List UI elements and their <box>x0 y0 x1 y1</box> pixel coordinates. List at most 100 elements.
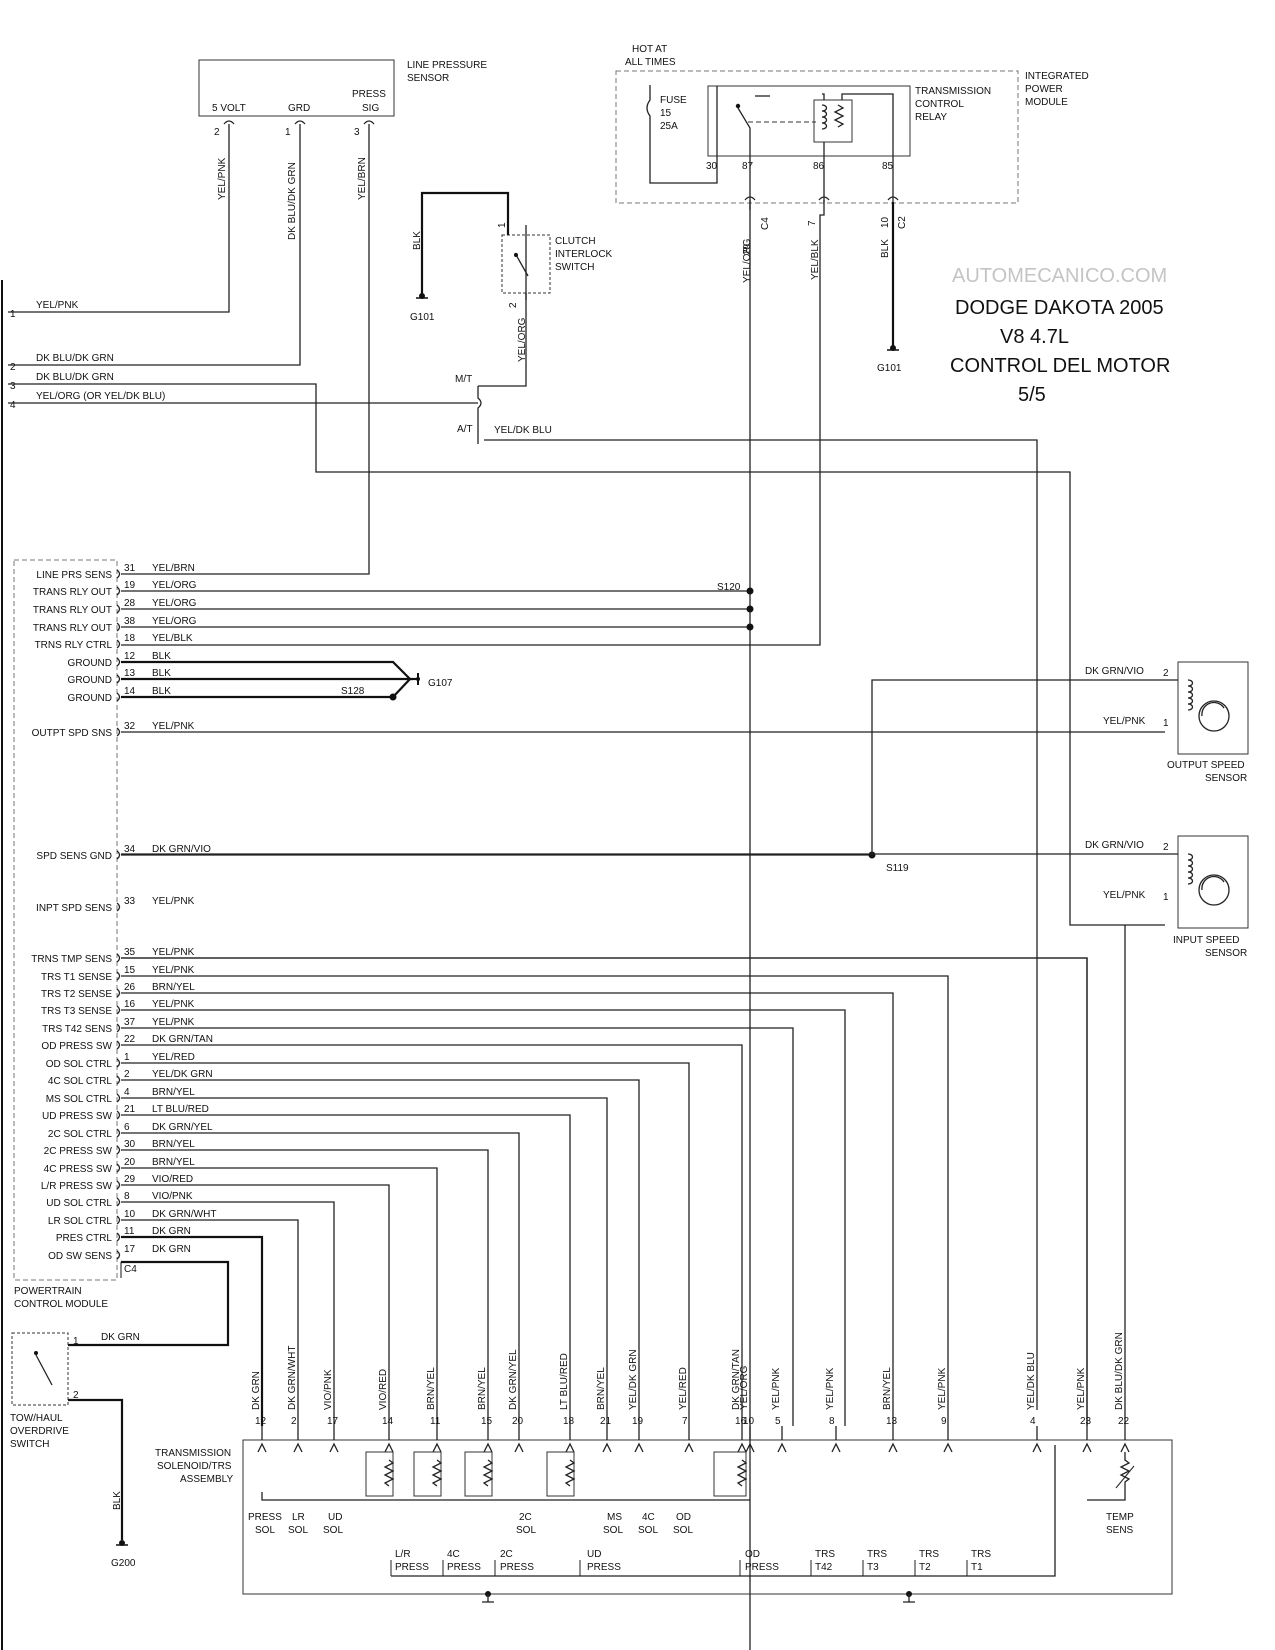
iss-wire-1: YEL/PNK <box>1103 890 1146 901</box>
pcm-wire-color: DK GRN/TAN <box>152 1034 213 1045</box>
tsa-wire-color: DK GRN <box>251 1371 262 1410</box>
pcm-pin-number: 12 <box>124 651 136 662</box>
tsa-pin-arrow <box>831 1442 841 1453</box>
pcm-terminal <box>116 1250 121 1260</box>
pcm-wire-color: VIO/RED <box>152 1174 193 1185</box>
oss-name-2: SENSOR <box>1205 773 1247 784</box>
lps-name-2: SENSOR <box>407 73 449 84</box>
oss-pin-2: 2 <box>1163 668 1169 679</box>
splice-s120: S120 <box>717 582 741 593</box>
towhaul-name-1: TOW/HAUL <box>10 1413 63 1424</box>
lower-trs-t3-2: T3 <box>867 1562 879 1573</box>
pcm-pin-number: 16 <box>124 999 136 1010</box>
tsa-pin-arrow <box>432 1442 442 1453</box>
pcm-terminal <box>116 953 121 963</box>
splice-dot <box>746 587 754 595</box>
tsa-wire-color: BRN/YEL <box>882 1367 893 1410</box>
relay-term-85: 85 <box>882 161 894 172</box>
g107-dot <box>416 677 420 681</box>
watermark: AUTOMECANICO.COM <box>952 265 1167 287</box>
pcm-pin-number: 18 <box>124 633 136 644</box>
upper-lr-sol-2: SOL <box>288 1525 308 1536</box>
pcm-terminal <box>116 1023 121 1033</box>
pressure-switch-resistor <box>546 1451 575 1497</box>
splice-dot <box>868 851 876 859</box>
lower-lr-press-2: PRESS <box>395 1562 429 1573</box>
tsa-pin-arrow <box>483 1442 493 1453</box>
pcm-pin-number: 13 <box>124 668 136 679</box>
pcm-wire <box>121 1009 846 1426</box>
left-wire-4: YEL/ORG (OR YEL/DK BLU) <box>36 391 165 402</box>
pcm-wire-color: YEL/BRN <box>152 563 195 574</box>
tsa-pin-number: 2 <box>291 1416 297 1427</box>
title-line-3: CONTROL DEL MOTOR <box>950 355 1170 377</box>
tsa-name-1: TRANSMISSION <box>155 1448 231 1459</box>
mt-label: M/T <box>455 374 472 385</box>
pcm-pin-label: TRANS RLY OUT <box>33 623 112 634</box>
lps-pin-2: 2 <box>214 127 220 138</box>
pcm-wire <box>121 1219 299 1426</box>
oss-pin-1: 1 <box>1163 718 1169 729</box>
upper-2c-sol-2: SOL <box>516 1525 536 1536</box>
splice-dot <box>389 693 397 701</box>
pcm-pin-number: 34 <box>124 844 136 855</box>
pcm-wire <box>121 992 894 1426</box>
powertrain-control-module: POWERTRAIN CONTROL MODULE C4 <box>13 559 137 1310</box>
pcm-wire-color: DK GRN <box>152 1244 191 1255</box>
pcm-terminal <box>116 1093 121 1103</box>
lower-trs-t2-1: TRS <box>919 1549 939 1560</box>
pcm-wire <box>121 975 949 1426</box>
pcm-pin-label: GROUND <box>68 675 112 686</box>
upper-temp-sens-2: SENS <box>1106 1525 1134 1536</box>
left-pin-2: 2 <box>10 362 16 373</box>
lower-4c-press-1: 4C <box>447 1549 460 1560</box>
lower-4c-press-2: PRESS <box>447 1562 481 1573</box>
towhaul-pin-1: 1 <box>73 1336 79 1347</box>
pcm-wire-color: BRN/YEL <box>152 982 195 993</box>
resistor-symbol <box>383 1459 395 1487</box>
pcm-pin-label: 2C PRESS SW <box>44 1146 113 1157</box>
relay-term-87: 87 <box>742 161 754 172</box>
tsa-pin-arrow <box>257 1442 267 1453</box>
tsa-pin-arrow <box>1082 1442 1092 1453</box>
tsa-wire-color: BRN/YEL <box>596 1367 607 1410</box>
pcm-terminal <box>116 622 121 632</box>
pcm-pin-number: 37 <box>124 1017 136 1028</box>
pcm-wire <box>121 1097 608 1426</box>
relay-term-86: 86 <box>813 161 825 172</box>
lower-2c-press-2: PRESS <box>500 1562 534 1573</box>
pcm-connector: C4 <box>124 1264 137 1275</box>
resistor-symbol <box>431 1459 443 1487</box>
pcm-pin-label: SPD SENS GND <box>36 851 112 862</box>
clutch-pin-2: 2 <box>508 302 519 308</box>
tsa-wire-color: YEL/PNK <box>937 1367 948 1410</box>
pcm-wire-color: DK GRN/VIO <box>152 844 211 855</box>
tsa-pin-number: 8 <box>829 1416 835 1427</box>
pcm-pin-label: UD PRESS SW <box>42 1111 113 1122</box>
lower-trs-t42-2: T42 <box>815 1562 833 1573</box>
fuse-rating: 25A <box>660 121 678 132</box>
lps-wire-yel-brn: YEL/BRN <box>357 157 368 200</box>
tsa-wire-color: YEL/PNK <box>771 1367 782 1410</box>
pcm-wire-color: YEL/PNK <box>152 1017 195 1028</box>
pcm-pin-label: L/R PRESS SW <box>41 1181 113 1192</box>
pcm-pin-label: 2C SOL CTRL <box>48 1129 113 1140</box>
pcm-wire-color: VIO/PNK <box>152 1191 193 1202</box>
pcm-terminal <box>116 1110 121 1120</box>
pcm-wire <box>121 1184 390 1426</box>
pressure-switch-resistor <box>413 1451 442 1497</box>
pcm-pin-number: 38 <box>124 616 136 627</box>
lower-trs-t2-2: T2 <box>919 1562 931 1573</box>
pcm-pin-label: TRS T1 SENSE <box>41 972 112 983</box>
tsa-pin-arrow <box>634 1442 644 1453</box>
pcm-pin-label: OD PRESS SW <box>41 1041 112 1052</box>
pressure-switch-resistor <box>365 1451 394 1497</box>
tsa-pin-arrow <box>602 1442 612 1453</box>
pcm-wire-color: YEL/BLK <box>152 633 193 644</box>
tsa-pin-number: 16 <box>735 1416 747 1427</box>
pcm-wire <box>121 1079 640 1426</box>
tsa-pin-arrow <box>514 1442 524 1453</box>
pcm-terminal <box>116 1163 121 1173</box>
left-pin-1: 1 <box>10 309 16 320</box>
tsa-wire-color: YEL/DK GRN <box>628 1349 639 1410</box>
